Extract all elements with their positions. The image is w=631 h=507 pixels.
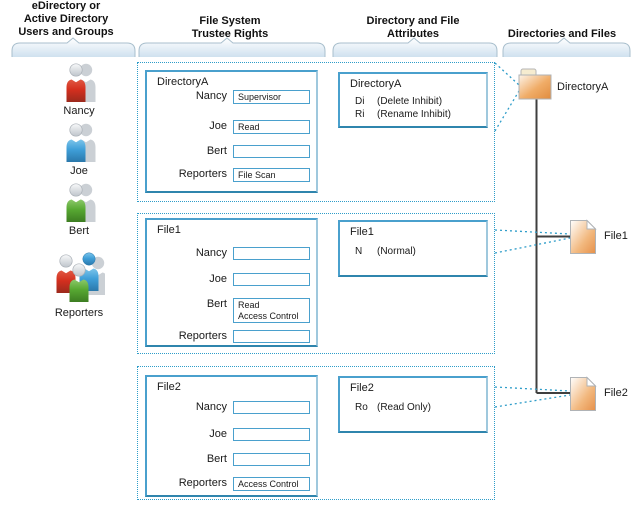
rights-value-box bbox=[233, 273, 310, 286]
dashed-group-file2 bbox=[137, 366, 495, 500]
user-icon-red bbox=[66, 63, 96, 102]
rights-value-box: Read bbox=[233, 120, 310, 134]
trustee-user-label: Joe bbox=[209, 120, 227, 132]
trustee-user-label: Nancy bbox=[195, 90, 227, 102]
attribute-description: (Read Only) bbox=[377, 402, 431, 413]
user-bert: Reporters Bert bbox=[34, 180, 124, 237]
rights-value-box bbox=[233, 401, 310, 414]
group-label: Reporters bbox=[54, 307, 104, 319]
column-brace-attributes bbox=[332, 37, 498, 57]
dashed-group-file1 bbox=[137, 213, 495, 354]
rights-value-box: Supervisor bbox=[233, 90, 310, 104]
trustee-user-label: Reporters bbox=[178, 168, 227, 180]
directory-tree-lines bbox=[535, 99, 570, 394]
rights-value-box bbox=[233, 428, 310, 441]
user-label: Bert bbox=[68, 225, 90, 237]
group-icon bbox=[56, 252, 105, 302]
attribute-code: Ri bbox=[355, 109, 365, 120]
rights-box-file2: File2 Nancy Joe Bert Reporters Access Co… bbox=[145, 375, 318, 497]
rights-box-file1: File1 Nancy Joe Bert Read Access Control… bbox=[145, 218, 318, 347]
trustee-user-label: Joe bbox=[209, 273, 227, 285]
trustee-user-label: Nancy bbox=[195, 247, 227, 259]
rights-value-box: Read Access Control bbox=[233, 298, 310, 323]
rights-value-box bbox=[233, 247, 310, 260]
fs-label-directorya: DirectoryA bbox=[557, 81, 609, 93]
connector-lines bbox=[494, 62, 571, 408]
column-brace-directories-files bbox=[502, 37, 631, 57]
column-header-directories-files: Directories and Files bbox=[507, 28, 617, 40]
rights-value-box bbox=[233, 453, 310, 466]
attributes-box-file2: File2 Ro (Read Only) bbox=[338, 376, 488, 433]
attribute-code: N bbox=[355, 246, 363, 257]
column-brace-users bbox=[11, 37, 136, 57]
column-header-trustee-rights: File System Trustee Rights bbox=[191, 15, 269, 40]
trustee-user-label: Nancy bbox=[195, 401, 227, 413]
rights-box-directorya: DirectoryA Nancy Supervisor Joe Read Ber… bbox=[145, 70, 318, 193]
attributes-box-directorya: DirectoryA Di (Delete Inhibit) Ri (Renam… bbox=[338, 72, 488, 128]
user-icon-green bbox=[66, 183, 96, 222]
file2-icon bbox=[570, 376, 597, 411]
rights-box-title: DirectoryA bbox=[157, 76, 209, 88]
rights-value-box: Access Control bbox=[233, 477, 310, 491]
attributes-box-title: DirectoryA bbox=[350, 78, 402, 90]
user-label: Joe bbox=[70, 165, 88, 177]
attribute-description: (Normal) bbox=[377, 246, 416, 257]
trustee-user-label: Reporters bbox=[178, 477, 227, 489]
rights-value-box bbox=[233, 330, 310, 343]
group-reporters: Reporters bbox=[34, 248, 124, 319]
dashed-group-directorya bbox=[137, 62, 495, 202]
user-label: Nancy bbox=[63, 105, 95, 117]
rights-box-title: File1 bbox=[157, 224, 181, 236]
attributes-box-title: File1 bbox=[350, 226, 374, 238]
rights-box-title: File2 bbox=[157, 381, 181, 393]
folder-icon bbox=[518, 68, 552, 100]
attributes-box-file1: File1 N (Normal) bbox=[338, 220, 488, 277]
trustee-user-label: Bert bbox=[206, 145, 227, 157]
user-icon-blue bbox=[66, 123, 96, 162]
attribute-description: (Delete Inhibit) bbox=[377, 96, 443, 107]
column-header-users: eDirectory or Active Directory Users and… bbox=[18, 0, 114, 38]
file1-icon bbox=[570, 219, 597, 254]
attribute-code: Di bbox=[355, 96, 365, 107]
trustee-user-label: Bert bbox=[206, 298, 227, 310]
column-brace-trustee-rights bbox=[138, 37, 326, 57]
column-header-attributes: Directory and File Attributes bbox=[366, 15, 460, 40]
trustee-user-label: Bert bbox=[206, 453, 227, 465]
fs-label-file2: File2 bbox=[604, 387, 628, 399]
attribute-code: Ro bbox=[355, 402, 368, 413]
attribute-description: (Rename Inhibit) bbox=[377, 109, 451, 120]
user-joe: Joe bbox=[34, 120, 124, 177]
user-nancy: Nancy bbox=[34, 60, 124, 117]
trustee-user-label: Joe bbox=[209, 428, 227, 440]
attributes-box-title: File2 bbox=[350, 382, 374, 394]
rights-value-box: File Scan bbox=[233, 168, 310, 182]
trustee-user-label: Reporters bbox=[178, 330, 227, 342]
rights-value-box bbox=[233, 145, 310, 158]
fs-label-file1: File1 bbox=[604, 230, 628, 242]
